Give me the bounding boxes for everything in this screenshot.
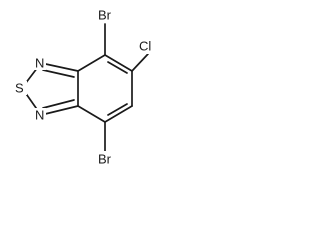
bond-c4-c5 xyxy=(104,54,133,72)
bond-c7-c7a xyxy=(77,105,106,123)
bond-c4-c5-inner xyxy=(107,61,128,74)
atom-n-top: N xyxy=(35,56,44,71)
atom-cl: Cl xyxy=(139,39,151,54)
bond-n-c7a-double xyxy=(40,105,79,116)
bond-c6-c7-inner xyxy=(107,103,128,116)
bond-c6-c7 xyxy=(104,105,133,123)
atom-n-bottom: N xyxy=(35,108,44,123)
bond-c5-cl xyxy=(131,53,149,72)
atom-br-bottom: Br xyxy=(98,152,112,167)
bond-c3a-n-double-inner xyxy=(42,69,75,78)
molecule-structure: Br Cl Br N S N xyxy=(14,7,156,167)
atom-s: S xyxy=(15,81,24,96)
atom-br-top: Br xyxy=(98,8,112,23)
bond-c3a-c4 xyxy=(77,54,106,72)
bond-c3a-n-double xyxy=(40,62,79,72)
bond-n-c7a-double-inner xyxy=(42,99,75,109)
